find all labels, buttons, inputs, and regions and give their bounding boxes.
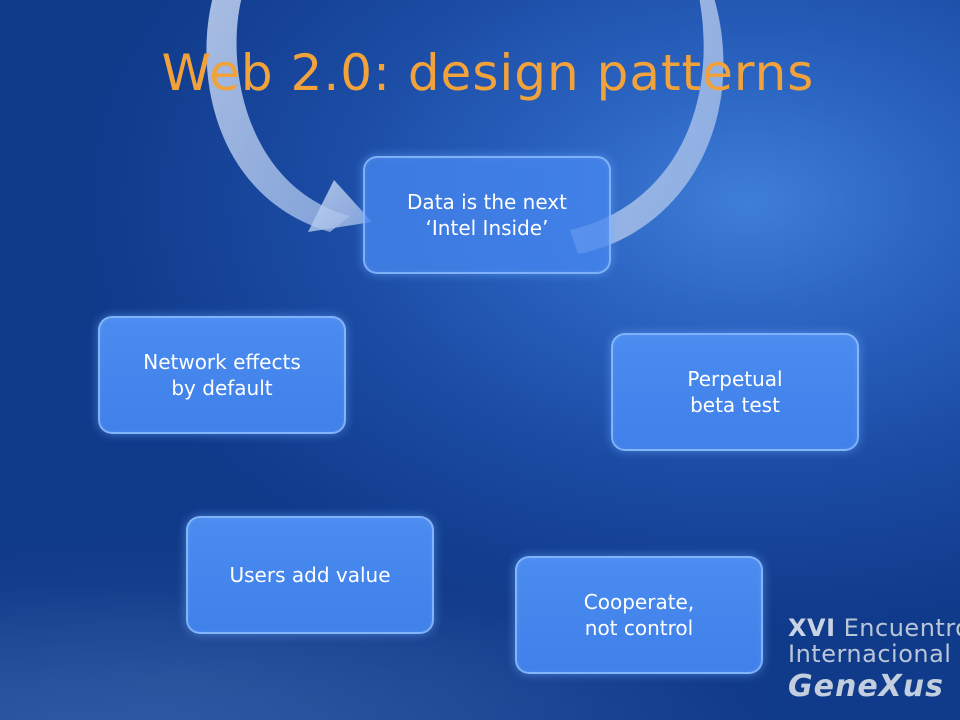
cycle-item-perpetual-beta: Perpetual beta test	[611, 333, 859, 451]
logo-wordmark: GeneXus	[788, 669, 945, 704]
logo-encuentro: Encuentro	[835, 614, 960, 642]
logo-roman-numeral: XVI	[788, 614, 836, 642]
genexus-event-logo: XVI Encuentro Internacional GeneXus	[788, 614, 960, 704]
cycle-item-network-effects: Network effects by default	[98, 316, 346, 434]
cycle-item-data-intel-inside: Data is the next ‘Intel Inside’	[363, 156, 611, 274]
logo-line-2: Internacional	[788, 640, 952, 668]
logo-line-1: XVI Encuentro	[788, 614, 960, 642]
slide-title: Web 2.0: design patterns	[161, 44, 815, 102]
cycle-item-users-add-value: Users add value	[186, 516, 434, 634]
cycle-item-cooperate: Cooperate, not control	[515, 556, 763, 674]
